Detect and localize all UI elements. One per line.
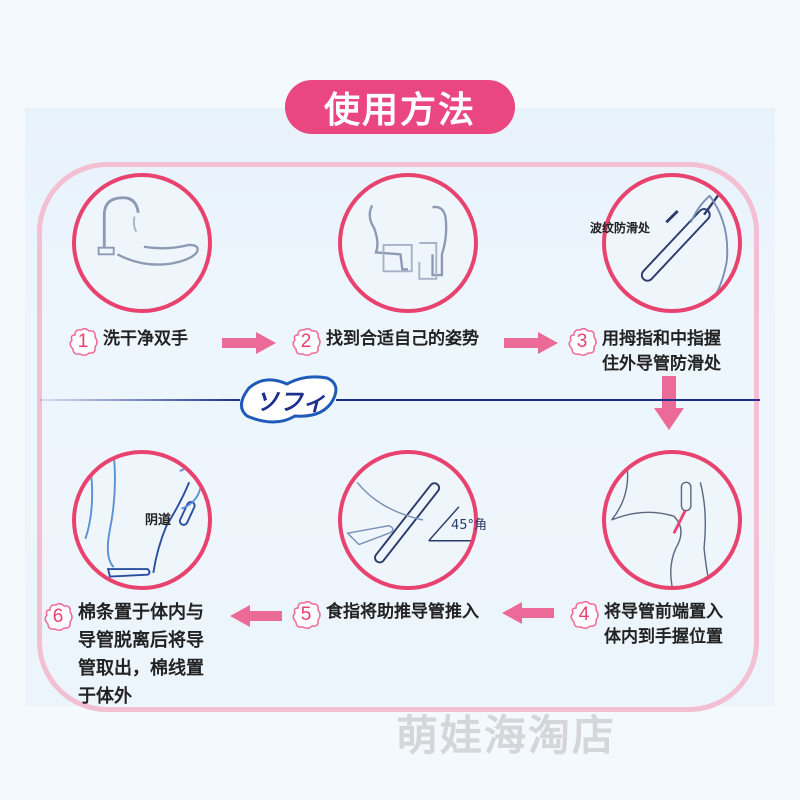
hand-washing-icon: [97, 196, 199, 266]
step-2: 2 找到合适自己的姿势: [290, 327, 479, 357]
illustration-step-1: [72, 173, 212, 313]
arrow-right-icon: [222, 332, 276, 354]
step-badge-6: 6: [42, 602, 74, 632]
callout-45-degree: 45°角: [451, 518, 488, 533]
svg-text:ソフィ: ソフィ: [255, 388, 327, 416]
tampon-position-icon: [84, 454, 202, 578]
divider-left: [40, 399, 240, 401]
flower-badge-icon: [292, 600, 321, 630]
illustration-step-4: [602, 450, 742, 590]
step-text-5: 食指将助推导管推入: [326, 602, 479, 622]
step-text-3: 用拇指和中指握 住外导管防滑处: [602, 329, 721, 374]
step-badge-5: 5: [290, 600, 322, 630]
arrow-down-icon: [654, 376, 684, 430]
callout-anti-slip: 波纹防滑处: [590, 221, 651, 235]
page-title: 使用方法: [285, 80, 515, 134]
arrow-right-icon: [504, 332, 558, 354]
step-3: 3 用拇指和中指握 住外导管防滑处: [566, 327, 721, 377]
step-badge-2: 2: [290, 327, 322, 357]
arrow-left-icon: [230, 605, 282, 627]
illustration-step-6: [72, 450, 212, 590]
step-text-4: 将导管前端置入 体内到手握位置: [604, 602, 723, 647]
rounded-frame: [37, 162, 759, 712]
flower-badge-icon: [44, 602, 73, 632]
step-badge-3: 3: [566, 327, 598, 357]
applicator-push-icon: [346, 481, 473, 564]
step-text-1: 洗干净双手: [103, 329, 188, 349]
step-text-2: 找到合适自己的姿势: [326, 329, 479, 349]
applicator-insert-icon: [611, 454, 711, 586]
step-6: 6 棉条置于体内与 导管脱离后将导 管取出，棉线置 于体外: [42, 602, 204, 711]
step-1: 1 洗干净双手: [67, 327, 188, 357]
applicator-grip-icon: [640, 193, 729, 301]
step-badge-1: 1: [67, 327, 99, 357]
pose-figures-icon: [368, 204, 448, 280]
flower-badge-icon: [292, 327, 321, 357]
divider-right: [336, 399, 760, 401]
shop-watermark: 萌娃海淘店: [396, 711, 617, 760]
step-badge-4: 4: [568, 600, 600, 630]
arrow-left-icon: [502, 602, 554, 624]
flower-badge-icon: [568, 327, 597, 357]
callout-vagina: 阴道: [145, 513, 172, 528]
illustration-step-5: [338, 450, 478, 590]
flower-badge-icon: [570, 600, 599, 630]
step-5: 5 食指将助推导管推入: [290, 600, 479, 630]
illustration-step-2: [338, 173, 478, 313]
flower-badge-icon: [69, 327, 98, 357]
illustration-step-3: [602, 173, 742, 313]
step-text-6: 棉条置于体内与 导管脱离后将导 管取出，棉线置 于体外: [78, 602, 204, 707]
sofy-logo: ソフィ: [240, 375, 338, 424]
step-4: 4 将导管前端置入 体内到手握位置: [568, 600, 723, 650]
